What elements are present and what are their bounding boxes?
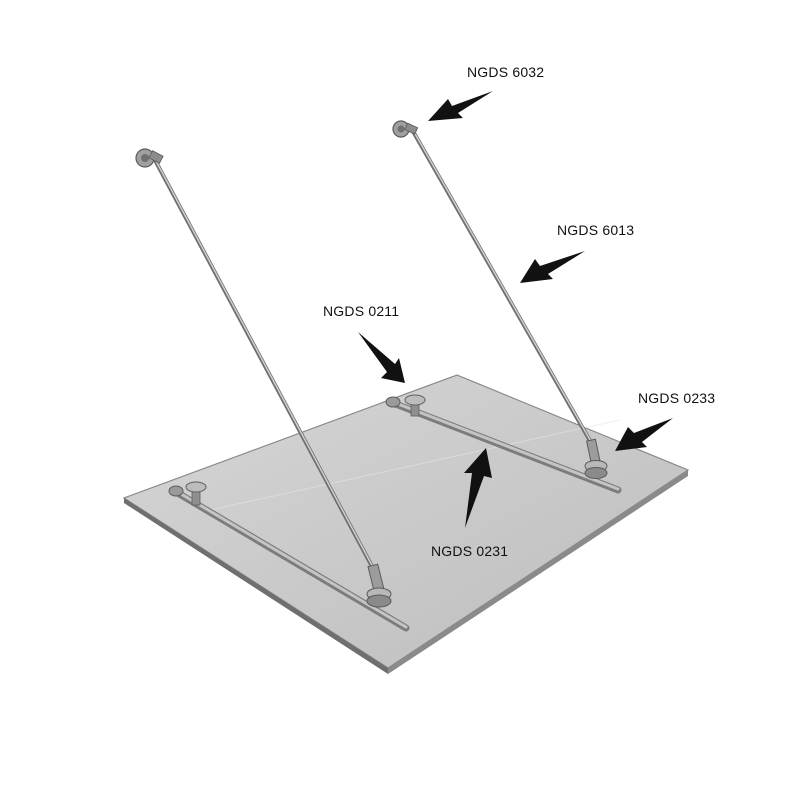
right-glass-rail [385, 394, 622, 494]
callout-ngds-0233: NGDS 0233 [638, 390, 716, 406]
callout-ngds-6013: NGDS 6013 [557, 222, 635, 238]
arrow-ngds-6032 [428, 91, 493, 121]
right-tension-rod [392, 120, 608, 479]
glass-panel [122, 374, 690, 674]
callout-ngds-6032: NGDS 6032 [467, 64, 545, 80]
callout-ngds-0211: NGDS 0211 [323, 303, 400, 319]
callout-ngds-0231: NGDS 0231 [431, 543, 509, 559]
arrow-ngds-0233 [615, 418, 673, 451]
arrow-ngds-0231 [464, 448, 492, 528]
arrow-ngds-6013 [520, 251, 585, 283]
arrow-ngds-0211 [358, 332, 405, 383]
left-glass-rail [168, 481, 410, 632]
callout-arrows [358, 91, 673, 528]
left-tension-rod [135, 148, 392, 608]
